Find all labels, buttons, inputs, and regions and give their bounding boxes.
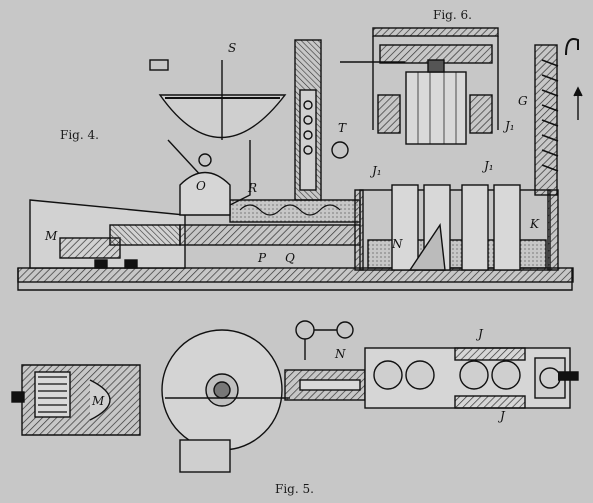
label-J1-fig4-a: J₁: [369, 164, 382, 178]
label-N-fig4: N: [391, 237, 403, 251]
label-M-fig4: M: [44, 229, 58, 243]
label-J-bottom-fig5: J: [497, 409, 506, 423]
fig4-drawing: [17, 38, 583, 291]
label-R: R: [247, 181, 257, 195]
label-J-top-fig5: J: [475, 327, 484, 341]
label-J1-fig4-b: J₁: [481, 159, 494, 173]
label-G: G: [518, 94, 528, 108]
label-N-fig5: N: [334, 347, 346, 361]
label-K: K: [529, 217, 540, 231]
label-J1-fig6: J₁: [502, 119, 515, 133]
fig6-drawing: [340, 27, 499, 145]
label-S: S: [228, 41, 236, 55]
fig5-caption: Fig. 5.: [275, 482, 314, 496]
label-P: P: [257, 251, 267, 265]
label-M-fig5: M: [91, 394, 105, 408]
fig5-drawing: [11, 320, 579, 473]
label-Q: Q: [285, 251, 295, 265]
fig4-caption: Fig. 4.: [60, 128, 99, 142]
label-T: T: [338, 121, 347, 135]
fig6-caption: Fig. 6.: [433, 8, 472, 22]
label-O: O: [196, 179, 206, 193]
